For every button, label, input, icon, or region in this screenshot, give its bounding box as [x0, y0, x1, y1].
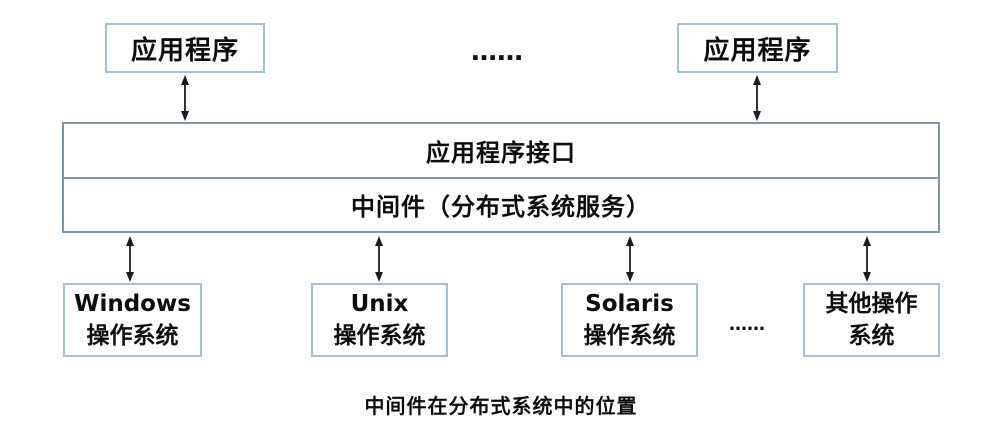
os-box-solaris: Solaris 操作系统 — [561, 283, 698, 357]
bottom-ellipsis-text: …… — [729, 313, 765, 335]
application-box-left-label: 应用程序 — [130, 35, 239, 66]
api-layer-label: 应用程序接口 — [426, 137, 576, 167]
os-box-other-line2: 系统 — [848, 323, 895, 349]
application-box-right: 应用程序 — [677, 23, 838, 73]
os-box-other-line1: 其他操作 — [825, 291, 918, 317]
diagram-caption: 中间件在分布式系统中的位置 — [364, 394, 638, 418]
top-ellipsis-text: …… — [471, 37, 523, 67]
os-box-solaris-line2: 操作系统 — [583, 323, 676, 349]
os-box-windows-line2: 操作系统 — [86, 323, 179, 349]
bottom-ellipsis: …… — [695, 310, 799, 338]
middleware-layer-row: 中间件（分布式系统服务） — [64, 176, 938, 232]
layer-bar: 应用程序接口 中间件（分布式系统服务） — [62, 122, 940, 233]
top-ellipsis: …… — [447, 36, 547, 68]
os-box-unix-line2: 操作系统 — [333, 323, 426, 349]
double-arrow-os-unix — [371, 235, 387, 283]
double-arrow-app-right — [749, 74, 765, 122]
os-box-unix-line1: Unix — [350, 291, 409, 317]
application-box-left: 应用程序 — [105, 23, 265, 73]
os-box-other: 其他操作 系统 — [803, 283, 940, 357]
os-box-windows: Windows 操作系统 — [63, 283, 202, 357]
os-box-windows-line1: Windows — [74, 291, 191, 317]
middleware-layer-label: 中间件（分布式系统服务） — [351, 192, 651, 222]
double-arrow-app-left — [177, 74, 193, 122]
double-arrow-os-windows — [122, 235, 138, 283]
api-layer-row: 应用程序接口 — [64, 124, 938, 177]
double-arrow-os-other — [859, 235, 875, 283]
os-box-unix: Unix 操作系统 — [311, 283, 448, 357]
double-arrow-os-solaris — [622, 235, 638, 283]
os-box-solaris-line1: Solaris — [585, 291, 674, 317]
application-box-right-label: 应用程序 — [703, 35, 812, 66]
